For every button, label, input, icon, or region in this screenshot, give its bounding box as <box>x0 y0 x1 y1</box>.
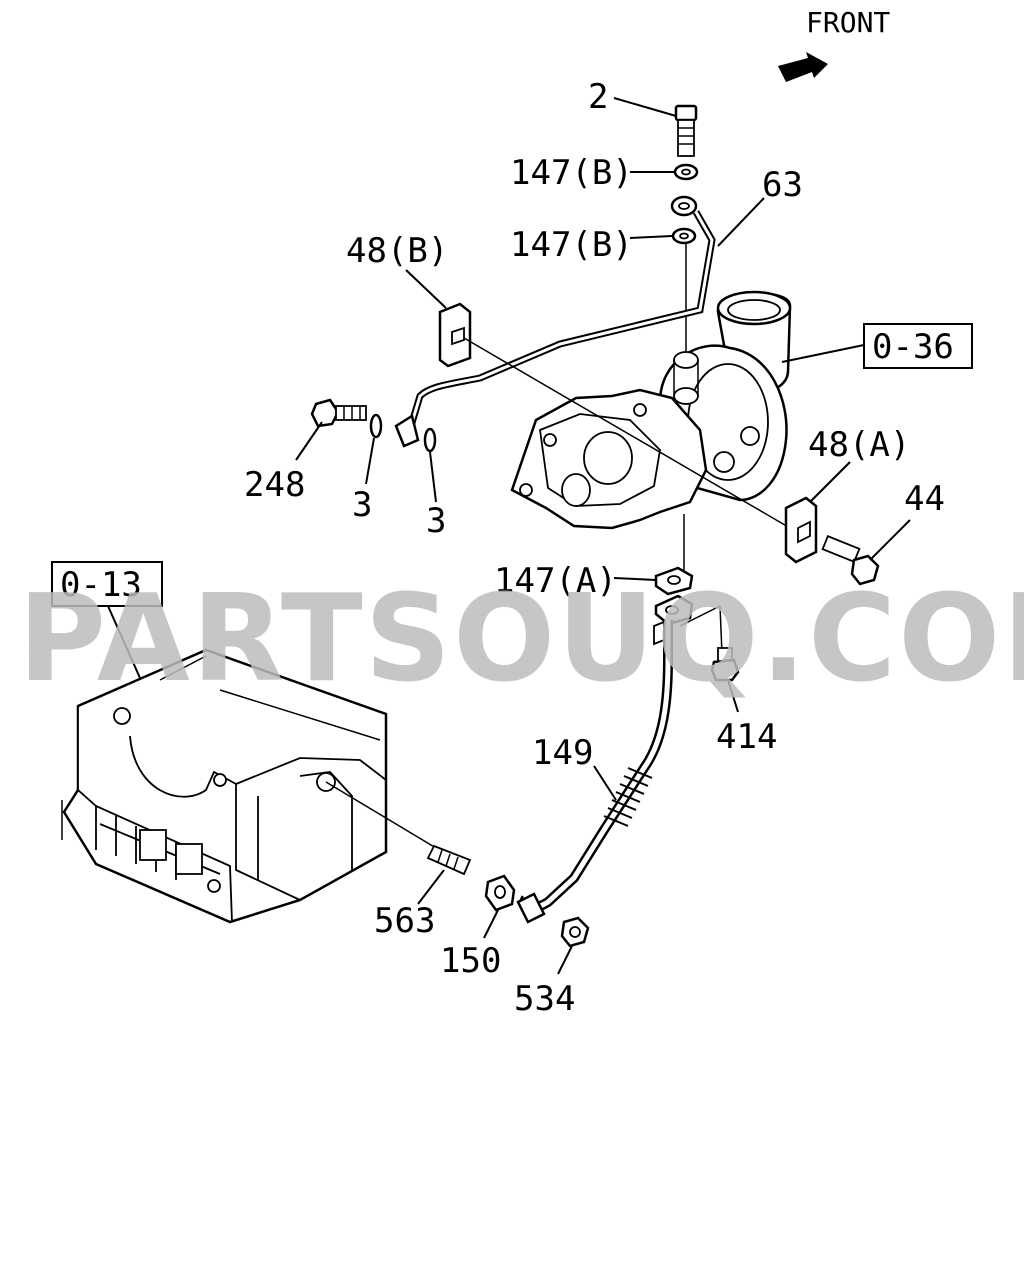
callout-48a: 48(A) <box>808 425 910 465</box>
part-48b-clip[interactable]: 48(B) <box>346 231 472 368</box>
callout-44: 44 <box>904 479 945 519</box>
part-44-bolt[interactable]: 44 <box>821 479 945 586</box>
part-414-bolt[interactable]: 414 <box>710 647 777 757</box>
callout-534: 534 <box>514 979 575 1019</box>
part-147a-gasket[interactable]: 147(A) <box>494 514 694 601</box>
part-149-oil-return-pipe[interactable]: 149 <box>516 594 723 924</box>
watermark: PARTSOUQ.COM <box>18 570 1024 709</box>
part-150-gasket[interactable]: 150 <box>440 874 516 981</box>
part-147b-washer-upper[interactable]: 147(B) <box>510 153 699 193</box>
reference-label: 0-13 <box>60 565 142 605</box>
part-48a-clip[interactable]: 48(A) <box>784 425 910 564</box>
callout-147a: 147(A) <box>494 561 617 601</box>
callout-48b: 48(B) <box>346 231 448 271</box>
callout-63: 63 <box>762 165 803 205</box>
callout-147b-lower: 147(B) <box>510 225 633 265</box>
part-3-washer-left[interactable]: 3 <box>352 413 383 525</box>
cylinder-block <box>61 648 388 924</box>
part-2-bolt[interactable]: 2 <box>588 77 698 157</box>
part-63-oil-feed-pipe[interactable]: 63 <box>394 165 803 448</box>
reference-box-0-13[interactable]: 0-13 <box>51 561 163 679</box>
callout-150: 150 <box>440 941 501 981</box>
front-label: FRONT <box>806 6 890 39</box>
callout-147b-upper: 147(B) <box>510 153 633 193</box>
reference-label: 0-36 <box>872 327 954 367</box>
part-563-stud[interactable]: 563 <box>325 781 472 941</box>
turbocharger <box>510 290 792 530</box>
callout-563: 563 <box>374 901 435 941</box>
part-534-nut[interactable]: 534 <box>514 916 590 1019</box>
callout-3-left: 3 <box>352 485 372 525</box>
reference-box-0-36[interactable]: 0-36 <box>781 323 973 369</box>
front-indicator: FRONT <box>778 6 890 82</box>
callout-248: 248 <box>244 465 305 505</box>
part-3-washer-right[interactable]: 3 <box>423 427 446 541</box>
front-arrow-icon <box>778 52 828 82</box>
part-248-bolt[interactable]: 248 <box>244 398 367 505</box>
callout-414: 414 <box>716 717 777 757</box>
part-147b-washer-lower[interactable]: 147(B) <box>510 225 697 265</box>
callout-149: 149 <box>532 733 593 773</box>
callout-3-right: 3 <box>426 501 446 541</box>
callout-2: 2 <box>588 77 608 117</box>
